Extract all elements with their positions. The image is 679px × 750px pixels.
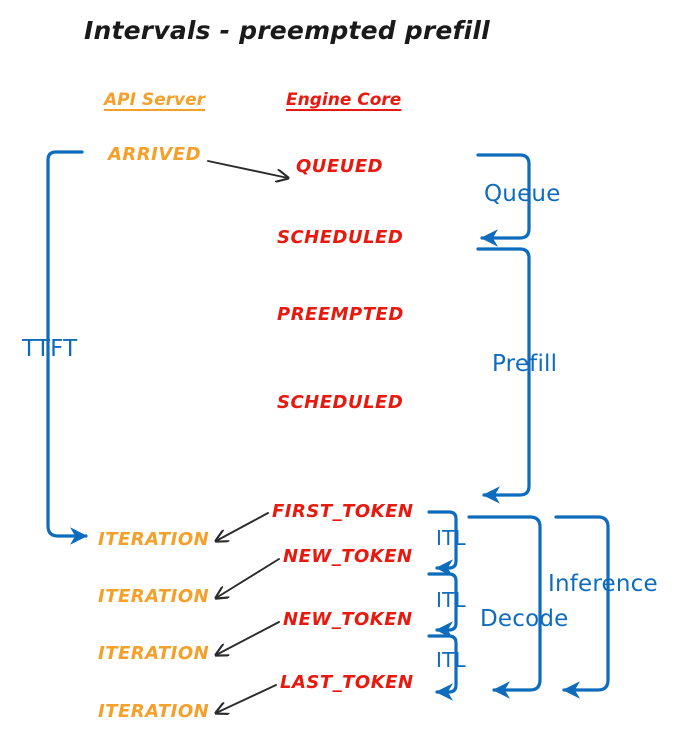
queue-bracket [476,153,531,247]
state-arrived: ARRIVED [108,144,202,165]
arrow-new-token-to-iteration-1 [216,558,280,598]
prefill-bracket [476,247,531,504]
interval-label-ttft: TTFT [22,336,78,362]
interval-label-decode: Decode [480,606,569,632]
state-scheduled-1: SCHEDULED [277,227,404,248]
arrow-new-token-to-iteration-2 [216,621,280,655]
decode-bracket [467,515,542,699]
interval-label-queue: Queue [484,181,561,207]
interval-label-itl-3: ITL [436,648,466,672]
state-iteration-3: ITERATION [98,643,210,664]
state-iteration-2: ITERATION [98,586,210,607]
state-preempted: PREEMPTED [277,304,404,325]
page-title: Intervals - preempted prefill [84,16,490,45]
interval-label-prefill: Prefill [492,351,558,377]
column-header-api-server: API Server [104,90,206,110]
inference-bracket [554,515,610,699]
ttft-bracket [46,150,88,545]
column-header-engine-core: Engine Core [286,90,402,110]
itl-bracket-2 [427,572,458,639]
state-iteration-1: ITERATION [98,529,210,550]
arrow-first-token-to-iteration [216,512,269,541]
state-new-token-2: NEW_TOKEN [283,609,413,630]
interval-label-itl-1: ITL [436,526,466,550]
interval-label-itl-2: ITL [436,588,466,612]
state-iteration-4: ITERATION [98,701,210,722]
state-last-token: LAST_TOKEN [280,672,414,693]
itl-bracket-3 [427,634,458,701]
state-new-token-1: NEW_TOKEN [283,546,413,567]
itl-bracket-1 [427,510,458,577]
state-scheduled-2: SCHEDULED [277,392,404,413]
arrow-arrived-to-queued [207,160,288,178]
state-first-token: FIRST_TOKEN [272,501,414,522]
interval-label-inference: Inference [548,571,658,597]
state-queued: QUEUED [296,156,384,177]
arrow-last-token-to-iteration [216,684,277,713]
